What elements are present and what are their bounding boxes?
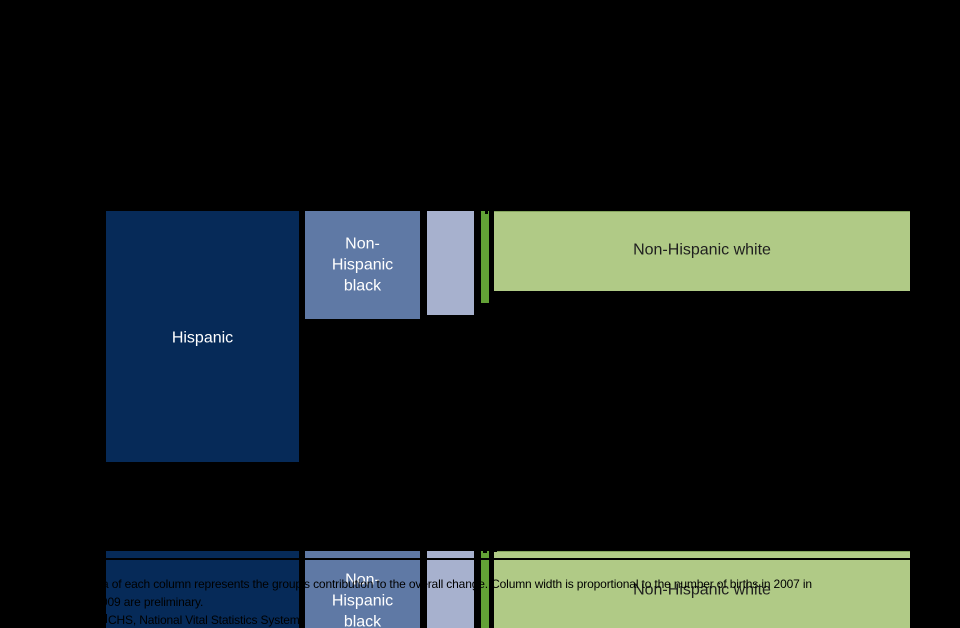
note-line-2: 009 are preliminary. bbox=[101, 595, 204, 609]
bar-unlabeled-narrow-panel-1 bbox=[427, 211, 474, 315]
bar-label-line: black bbox=[343, 613, 382, 628]
text-ink-fragment bbox=[485, 210, 488, 214]
note-line-1: a of each column represents the group's … bbox=[102, 577, 812, 591]
bar-label-non-hispanic-black: Non- Hispanic black bbox=[332, 234, 393, 297]
bar-label-line: black bbox=[343, 277, 382, 295]
bar-non-hispanic-black-panel-1 bbox=[305, 211, 420, 319]
bar-hispanic-panel-1 bbox=[106, 211, 299, 462]
bar-label-non-hispanic-black: Non- Hispanic black bbox=[332, 570, 393, 628]
bar-label-line: Hispanic bbox=[331, 256, 394, 274]
bar-non-hispanic-black-panel-2 bbox=[305, 551, 420, 628]
bar-label-line: Non- bbox=[345, 235, 380, 253]
text-ink-fragment bbox=[105, 614, 107, 623]
bar-label-non-hispanic-white: Non-Hispanic white bbox=[633, 580, 771, 601]
bar-label-line: Non-Hispanic white bbox=[633, 241, 771, 259]
bar-unlabeled-thin-panel-2 bbox=[481, 551, 489, 628]
bar-label-line: Non-Hispanic white bbox=[633, 581, 771, 599]
text-ink-fragment bbox=[494, 549, 497, 552]
bar-label-line: Hispanic bbox=[331, 592, 394, 610]
bar-label-line: Non- bbox=[345, 571, 380, 589]
bar-non-hispanic-white-panel-1 bbox=[494, 211, 910, 291]
bar-label-hispanic: Hispanic bbox=[172, 328, 233, 349]
bar-hispanic-panel-2 bbox=[106, 551, 299, 628]
bar-label-line: Hispanic bbox=[171, 329, 234, 347]
note-line-3-source: CHS, National Vital Statistics System. bbox=[108, 613, 303, 627]
text-ink-fragment bbox=[483, 548, 487, 553]
bar-non-hispanic-white-panel-2 bbox=[494, 551, 910, 628]
bar-unlabeled-narrow-panel-2 bbox=[427, 551, 474, 628]
bar-unlabeled-thin-panel-1 bbox=[481, 211, 489, 303]
bar-label-non-hispanic-white: Non-Hispanic white bbox=[633, 240, 771, 261]
baseline-axis-line-panel-2 bbox=[106, 558, 910, 560]
